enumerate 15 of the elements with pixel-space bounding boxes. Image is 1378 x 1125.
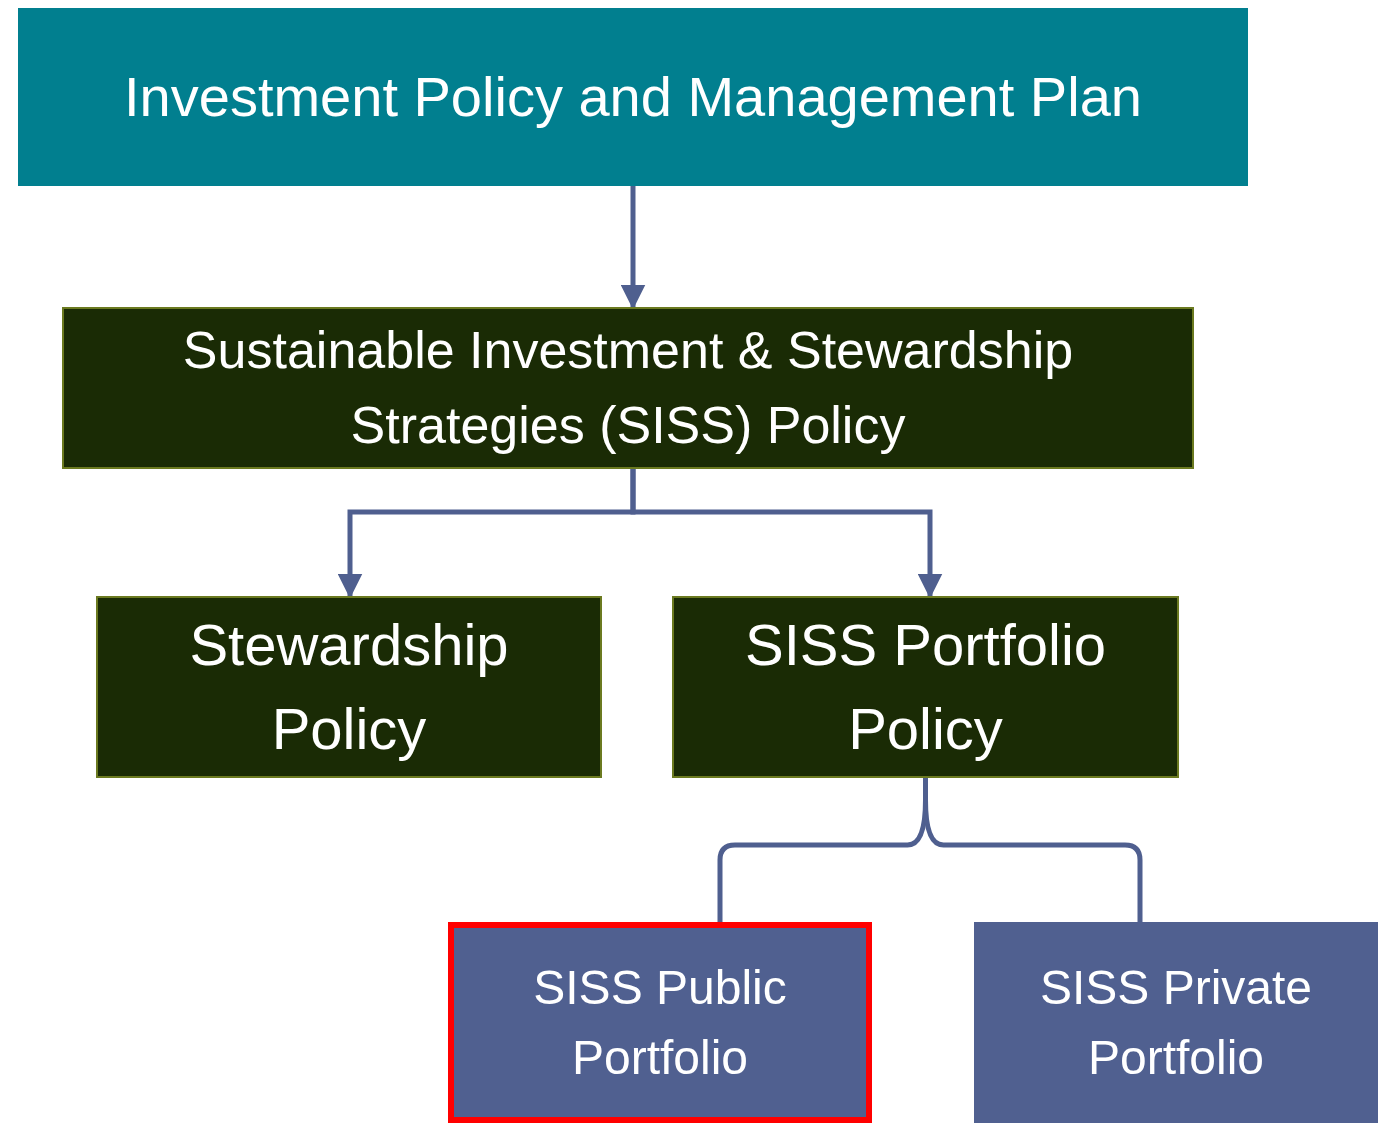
process-box bbox=[974, 922, 1378, 1123]
process-box bbox=[18, 8, 1248, 186]
process-box bbox=[448, 922, 872, 1123]
process-box bbox=[96, 596, 602, 778]
box-label: SISS Public Portfolio bbox=[532, 959, 788, 1086]
arrow bbox=[630, 469, 943, 599]
box-label: Sustainable Investment & Stewardship Strategies (SISS) Policy bbox=[181, 319, 1075, 456]
process-box bbox=[62, 307, 1194, 469]
box-label: Investment Policy and Management Plan bbox=[124, 64, 1142, 131]
arrow bbox=[620, 186, 646, 310]
process-box bbox=[672, 596, 1179, 778]
box-label: SISS Private Portfolio bbox=[1038, 959, 1314, 1086]
brace-connector bbox=[923, 778, 1143, 922]
box-label: SISS Portfolio Policy bbox=[743, 610, 1108, 763]
box-label: Stewardship Policy bbox=[188, 610, 510, 763]
